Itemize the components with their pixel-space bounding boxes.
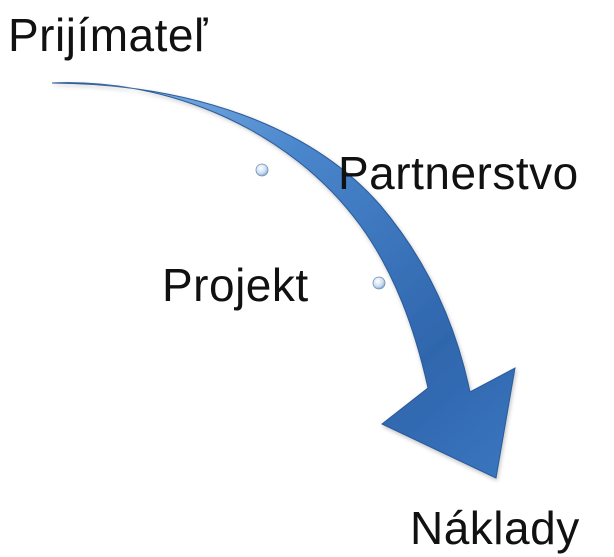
label-partnerstvo: Partnerstvo — [338, 147, 579, 199]
label-prijimatel: Prijímateľ — [8, 9, 208, 61]
arrow-body — [51, 82, 516, 479]
label-naklady: Náklady — [410, 502, 580, 554]
arrow-dot-1 — [255, 163, 269, 177]
arrow-dot-2 — [372, 276, 386, 290]
arrow-highlight — [67, 81, 426, 383]
label-projekt: Projekt — [162, 259, 309, 311]
